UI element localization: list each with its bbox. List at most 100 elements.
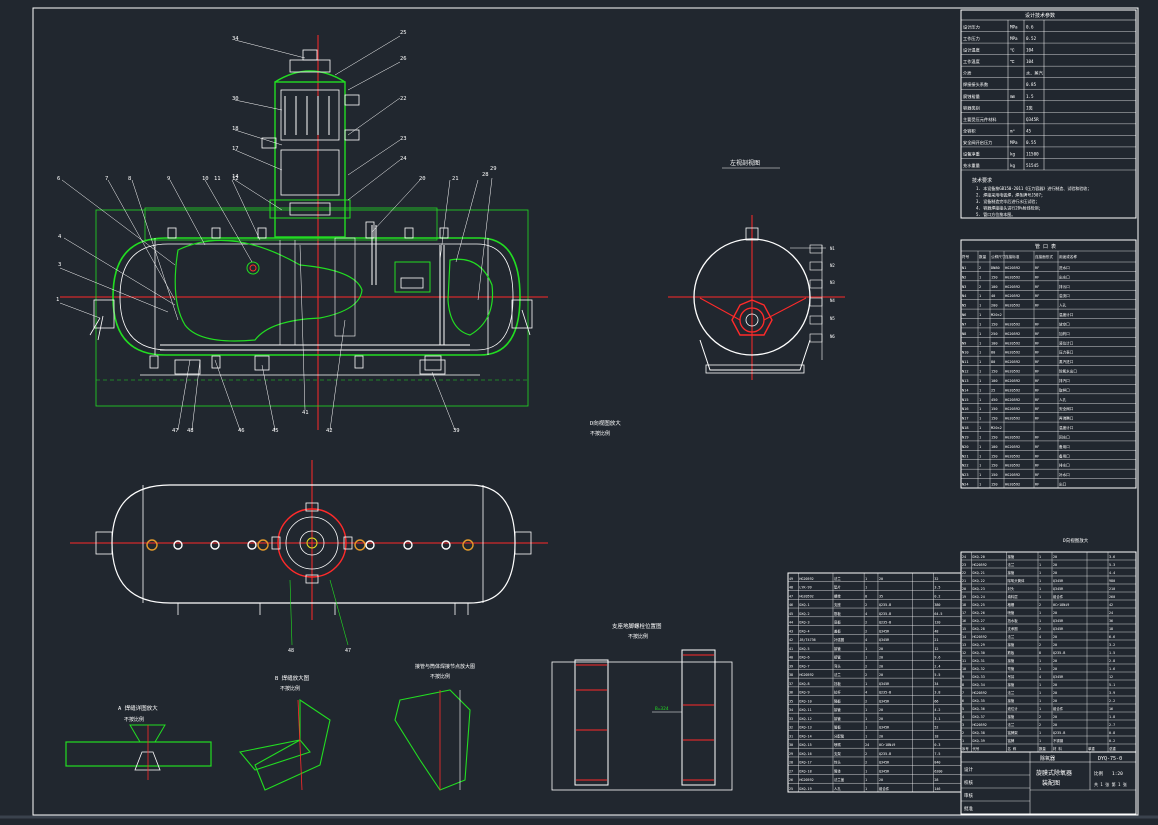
bom-cell: Q345R xyxy=(879,769,890,773)
nozzle-cell: 450 xyxy=(991,398,998,402)
svg-text:共 1 张 第 1 张: 共 1 张 第 1 张 xyxy=(1094,781,1127,787)
tech-param-name: 设备净重 xyxy=(963,150,980,157)
nozzle-cell: 2 xyxy=(979,266,981,270)
bom-cell: 120 xyxy=(934,621,940,625)
bom-cell: 1 xyxy=(1039,731,1041,735)
bom-cell: 1 xyxy=(865,787,867,791)
nozzle-cell: 150 xyxy=(991,370,998,374)
bom-cell: Q235-B xyxy=(1053,731,1065,735)
detail-c: 接管与筒体焊接节点放大图 不按比例 xyxy=(394,663,475,791)
bom-cell: DXQ-20 xyxy=(973,555,985,559)
bottom-view: 48 47 D向视图放大 xyxy=(70,460,1089,654)
bom-cell: 20 xyxy=(1053,643,1057,647)
bom-cell: 3.1 xyxy=(934,717,940,721)
nozzle-cell: HG20592 xyxy=(1005,445,1020,449)
bom-cell: DXQ-38 xyxy=(973,731,985,735)
nozzle-cell: 1 xyxy=(979,360,981,364)
bom-cell: 接管 xyxy=(834,707,841,712)
bom-cell: 1 xyxy=(1039,739,1041,743)
deaerator-head xyxy=(261,49,360,238)
svg-text:B=324: B=324 xyxy=(655,706,669,712)
bom-cell: 支承圈 xyxy=(1008,626,1019,631)
bom-cell: 9 xyxy=(962,675,964,679)
tech-param-value: 0.55 xyxy=(1026,140,1037,145)
bom-cell: 接管 xyxy=(834,646,841,651)
svg-text:45: 45 xyxy=(272,428,279,434)
nozzle-cell: 1 xyxy=(979,341,981,345)
bom-cell: 28 xyxy=(789,761,793,765)
bom-cell: 3.5 xyxy=(934,586,940,590)
bom-cell: DXQ-35 xyxy=(973,699,985,703)
svg-text:30: 30 xyxy=(232,96,239,102)
nozzle-cell: HG20592 xyxy=(1005,370,1020,374)
nozzle-cell: N20 xyxy=(962,445,969,449)
svg-text:42: 42 xyxy=(326,428,333,434)
bom-cell: 2 xyxy=(1039,715,1041,719)
bom-cell: 27 xyxy=(789,769,793,773)
bom-cell: 20 xyxy=(1053,611,1057,615)
bom-cell: 2.2 xyxy=(1109,699,1115,703)
svg-text:比例: 比例 xyxy=(1094,770,1103,777)
bom-cell: DXQ-18 xyxy=(799,769,811,773)
bom-cell: DXQ-5 xyxy=(799,647,809,651)
bom-cell: 44 xyxy=(789,621,793,625)
bom-cell: DXQ-29 xyxy=(973,643,985,647)
bom-cell: 1 xyxy=(865,734,867,738)
bom-cell: 12 xyxy=(962,651,966,655)
nozzle-cell: N17 xyxy=(962,417,969,421)
nozzle-cell: HG20592 xyxy=(1005,483,1020,487)
nozzle-cell: RF xyxy=(1035,388,1039,392)
svg-text:A 焊缝详图放大: A 焊缝详图放大 xyxy=(118,704,158,712)
bom-cell: 20 xyxy=(1053,659,1057,663)
bom-cell: 34 xyxy=(934,682,938,686)
bom-cell: 支座 xyxy=(834,602,841,607)
nozzle-cell: RF xyxy=(1035,322,1039,326)
svg-text:24: 24 xyxy=(400,156,407,162)
svg-text:N6: N6 xyxy=(830,334,835,339)
svg-text:审核: 审核 xyxy=(964,792,973,799)
tech-param-unit: kg xyxy=(1010,151,1016,156)
bom-cell: 26 xyxy=(789,778,793,782)
svg-text:39: 39 xyxy=(453,428,460,434)
tech-param-unit: m³ xyxy=(1010,128,1015,133)
svg-text:47: 47 xyxy=(345,648,351,654)
detail-b: B 焊缝放大图 不按比例 xyxy=(238,674,331,791)
svg-text:接管与筒体焊接节点放大图: 接管与筒体焊接节点放大图 xyxy=(415,663,475,670)
tech-param-value: 水、蒸汽 xyxy=(1026,70,1044,77)
nozzle-cell: 150 xyxy=(991,407,998,411)
bom-cell: 21 xyxy=(962,579,966,583)
bom-cell: 接管 xyxy=(1008,554,1015,559)
nozzle-cell: RF xyxy=(1035,360,1039,364)
bom-cell: DXQ-25 xyxy=(973,603,985,607)
nozzle-cell: 1 xyxy=(979,379,981,383)
bom-cell: HG20592 xyxy=(799,577,813,581)
bom-cell: 铭牌架 xyxy=(1008,730,1019,735)
bom-cell: 2 xyxy=(1039,603,1041,607)
nozzle-header: 公称尺寸 xyxy=(991,254,1006,259)
bom-cell: DXQ-1 xyxy=(799,603,809,607)
bom-cell: 32 xyxy=(934,577,938,581)
nozzle-cell: 出水口 xyxy=(1059,274,1070,279)
svg-text:N1: N1 xyxy=(830,246,835,251)
bom-cell: 34 xyxy=(789,708,793,712)
bom-cell: Q345R xyxy=(1053,579,1064,583)
bom-cell: DXQ-3 xyxy=(799,621,809,625)
bom-cell: 法兰 xyxy=(1008,690,1015,695)
nozzle-cell: 排水口 xyxy=(1059,463,1070,468)
title-block: 除氧器 DYQ-75-0 旋膜式除氧器 装配图 比例 1:20 共 1 张 第 … xyxy=(960,751,1137,815)
nozzle-cell: 回水口 xyxy=(1059,434,1070,439)
nozzle-cell: RF xyxy=(1035,445,1039,449)
tech-param-name: 焊接接头系数 xyxy=(963,81,989,88)
nozzle-cell: HG20592 xyxy=(1005,388,1020,392)
nozzle-cell: 安全阀口 xyxy=(1059,406,1074,411)
bom-cell: 2 xyxy=(865,603,867,607)
nozzle-cell: N11 xyxy=(962,360,969,364)
bom-cell: 法兰 xyxy=(1008,634,1015,639)
nozzle-header: 符号 xyxy=(962,254,970,259)
note-item: 5. 管口方位按本图。 xyxy=(976,211,1015,217)
bom-cell: 8 xyxy=(865,594,867,598)
bom-cell: Q345R xyxy=(1053,619,1064,623)
bom-cell: 2 xyxy=(865,621,867,625)
svg-text:47: 47 xyxy=(172,428,179,434)
